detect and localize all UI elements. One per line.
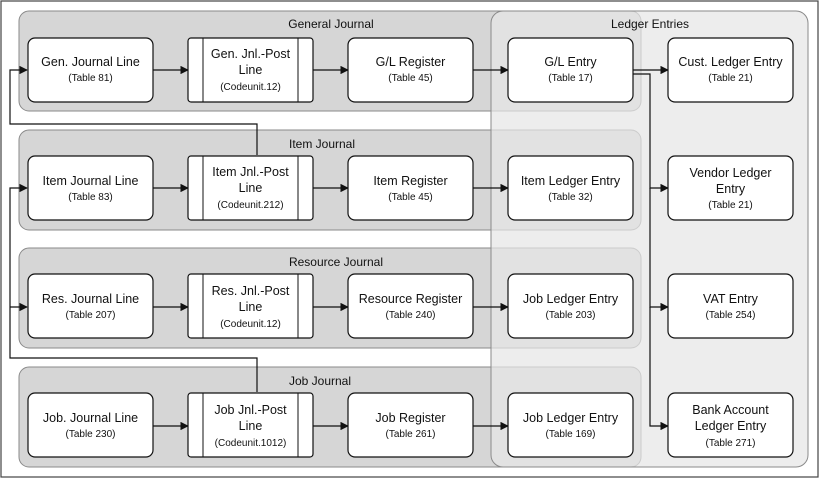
job-journal-label: Job Journal — [289, 374, 351, 388]
resource-journal-label: Resource Journal — [289, 255, 383, 269]
res-journal-line-box: Res. Journal Line (Table 207) — [27, 273, 154, 339]
res-jnl-post-title-2: Line — [239, 300, 263, 314]
item-register-title: Item Register — [373, 174, 447, 188]
job-journal-line-box: Job. Journal Line (Table 230) — [27, 392, 154, 458]
gen-jnl-post-title-2: Line — [239, 63, 263, 77]
vendor-ledger-entry-sub: (Table 21) — [708, 200, 752, 211]
job-ledger-entry-169-box: Job Ledger Entry (Table 169) — [507, 392, 634, 458]
job-ledger-entry-203-title: Job Ledger Entry — [523, 292, 619, 306]
bank-account-ledger-entry-title-1: Bank Account — [692, 403, 769, 417]
job-jnl-post-title-1: Job Jnl.-Post — [214, 403, 287, 417]
res-jnl-post-title-1: Res. Jnl.-Post — [212, 284, 290, 298]
job-register-title: Job Register — [375, 411, 445, 425]
job-journal-line-title: Job. Journal Line — [43, 411, 138, 425]
gen-jnl-post-line-box: Gen. Jnl.-Post Line (Codeunit.12) — [187, 37, 314, 103]
cust-ledger-entry-box: Cust. Ledger Entry (Table 21) — [667, 37, 794, 103]
vendor-ledger-entry-box: Vendor Ledger Entry (Table 21) — [667, 155, 794, 221]
job-jnl-post-line-box: Job Jnl.-Post Line (Codeunit.1012) — [187, 392, 314, 458]
gl-entry-title: G/L Entry — [544, 55, 597, 69]
gl-register-box: G/L Register (Table 45) — [347, 37, 474, 103]
item-ledger-entry-sub: (Table 32) — [548, 192, 592, 203]
gen-jnl-post-title-1: Gen. Jnl.-Post — [211, 47, 291, 61]
arrow-gl-entry-to-bank — [649, 307, 669, 431]
item-journal-line-title: Item Journal Line — [43, 174, 139, 188]
item-journal-line-sub: (Table 83) — [68, 192, 112, 203]
vat-entry-sub: (Table 254) — [705, 310, 755, 321]
item-jnl-post-sub: (Codeunit.212) — [217, 200, 283, 211]
res-jnl-post-sub: (Codeunit.12) — [220, 319, 281, 330]
vat-entry-title: VAT Entry — [703, 292, 759, 306]
gen-journal-line-box: Gen. Journal Line (Table 81) — [27, 37, 154, 103]
ledger-entries-label: Ledger Entries — [611, 17, 689, 31]
bank-account-ledger-entry-title-2: Ledger Entry — [695, 419, 767, 433]
gen-journal-line-sub: (Table 81) — [68, 73, 112, 84]
item-jnl-post-line-box: Item Jnl.-Post Line (Codeunit.212) — [187, 155, 314, 221]
gl-entry-sub: (Table 17) — [548, 73, 592, 84]
job-jnl-post-sub: (Codeunit.1012) — [215, 438, 287, 449]
bank-account-ledger-entry-sub: (Table 271) — [705, 438, 755, 449]
arrow-job-post-to-item-line — [9, 183, 258, 392]
gen-jnl-post-sub: (Codeunit.12) — [220, 82, 281, 93]
gl-register-sub: (Table 45) — [388, 73, 432, 84]
arrow-item-post-to-gen-line — [9, 65, 258, 155]
job-jnl-post-title-2: Line — [239, 419, 263, 433]
item-journal-line-box: Item Journal Line (Table 83) — [27, 155, 154, 221]
vat-entry-box: VAT Entry (Table 254) — [667, 273, 794, 339]
gl-register-title: G/L Register — [376, 55, 446, 69]
resource-register-box: Resource Register (Table 240) — [347, 273, 474, 339]
resource-register-title: Resource Register — [359, 292, 463, 306]
job-ledger-entry-169-sub: (Table 169) — [545, 429, 595, 440]
arrow-gl-entry-to-vendor — [633, 73, 669, 193]
bank-account-ledger-entry-box: Bank Account Ledger Entry (Table 271) — [667, 392, 794, 458]
res-jnl-post-line-box: Res. Jnl.-Post Line (Codeunit.12) — [187, 273, 314, 339]
job-register-box: Job Register (Table 261) — [347, 392, 474, 458]
item-journal-label: Item Journal — [289, 137, 355, 151]
resource-register-sub: (Table 240) — [385, 310, 435, 321]
job-ledger-entry-169-title: Job Ledger Entry — [523, 411, 619, 425]
item-jnl-post-title-2: Line — [239, 181, 263, 195]
job-register-sub: (Table 261) — [385, 429, 435, 440]
gen-journal-line-title: Gen. Journal Line — [41, 55, 140, 69]
cust-ledger-entry-sub: (Table 21) — [708, 73, 752, 84]
item-jnl-post-title-1: Item Jnl.-Post — [212, 165, 289, 179]
connectors — [9, 65, 669, 431]
cust-ledger-entry-title: Cust. Ledger Entry — [678, 55, 783, 69]
res-journal-line-title: Res. Journal Line — [42, 292, 139, 306]
res-journal-line-sub: (Table 207) — [65, 310, 115, 321]
gl-entry-box: G/L Entry (Table 17) — [507, 37, 634, 103]
item-ledger-entry-box: Item Ledger Entry (Table 32) — [507, 155, 634, 221]
item-ledger-entry-title: Item Ledger Entry — [521, 174, 621, 188]
vendor-ledger-entry-title-1: Vendor Ledger — [689, 166, 771, 180]
item-register-sub: (Table 45) — [388, 192, 432, 203]
job-ledger-entry-203-sub: (Table 203) — [545, 310, 595, 321]
general-journal-label: General Journal — [288, 17, 373, 31]
vendor-ledger-entry-title-2: Entry — [716, 182, 746, 196]
item-register-box: Item Register (Table 45) — [347, 155, 474, 221]
job-ledger-entry-203-box: Job Ledger Entry (Table 203) — [507, 273, 634, 339]
job-journal-line-sub: (Table 230) — [65, 429, 115, 440]
